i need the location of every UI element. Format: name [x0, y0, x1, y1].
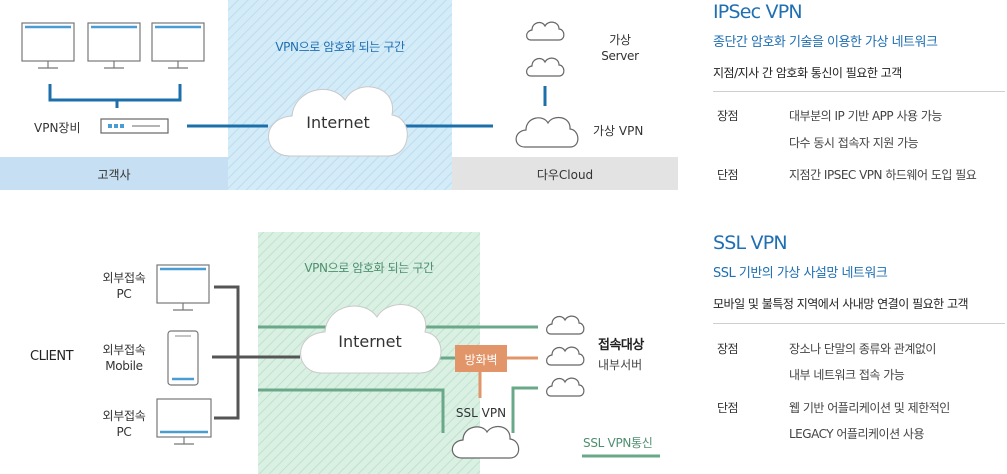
- legend-label: SSL VPN통신: [583, 436, 653, 450]
- ssl-desc: 모바일 및 불특정 지역에서 사내망 연결이 필요한 고객: [713, 297, 969, 311]
- ssl-line-bottom: [258, 388, 445, 433]
- client-label: CLIENT: [30, 349, 74, 364]
- ipsec-internet-cloud-icon: [268, 86, 408, 157]
- ipsec-pros-1: 대부분의 IP 기반 APP 사용 가능: [789, 109, 942, 123]
- ssl-cons-1: 웹 기반 어플리케이션 및 제한적인: [789, 401, 950, 415]
- ipsec-divider: [713, 91, 1005, 92]
- target-server-cloud-3-icon: [546, 377, 585, 397]
- ipsec-pros-label: 장점: [717, 109, 739, 123]
- ipsec-desc: 지점/지사 간 암호화 통신이 필요한 고객: [713, 66, 902, 80]
- ssl-zone-label: VPN으로 암호화 되는 구간: [304, 261, 434, 275]
- ipsec-title: IPSec VPN: [713, 1, 803, 23]
- client-mobile-icon: [167, 330, 199, 386]
- ssl-internet-label: Internet: [338, 332, 402, 351]
- ssl-divider: [713, 323, 1005, 324]
- sslvpn-label: SSL VPN: [455, 406, 507, 420]
- virtual-vpn-cloud-icon: [515, 116, 579, 148]
- client-mobile-label: 외부접속 Mobile: [102, 343, 146, 373]
- ssl-internet-cloud-icon: [300, 304, 442, 374]
- firewall-label: 방화벽: [464, 353, 498, 367]
- target-server-cloud-2-icon: [546, 346, 585, 366]
- customer-pc-bracket: [48, 84, 182, 108]
- ipsec-cons-label: 단점: [717, 168, 739, 182]
- customer-band-label: 고객사: [97, 168, 131, 182]
- ssl-pros-1: 장소나 단말의 종류와 관계없이: [789, 342, 936, 356]
- virtual-server-label: 가상 Server: [601, 33, 639, 63]
- customer-pc-1-icon: [20, 21, 76, 70]
- customer-band: [0, 157, 228, 190]
- ipsec-pros-2: 다수 동시 접속자 지원 가능: [789, 136, 919, 150]
- customer-pc-3-icon: [150, 21, 206, 70]
- target-sub: 내부서버: [598, 358, 643, 372]
- ipsec-subtitle: 종단간 암호화 기술을 이용한 가상 네트워크: [713, 35, 938, 50]
- virtual-server-cloud-1-icon: [526, 21, 565, 41]
- ssl-cons-label: 단점: [717, 401, 739, 415]
- ipsec-cons-1: 지점간 IPSEC VPN 하드웨어 도입 필요: [789, 168, 977, 182]
- ssl-pros-2: 내부 네트워크 접속 가능: [789, 368, 905, 382]
- firewall-box: [455, 345, 507, 372]
- client-bracket: [212, 285, 300, 420]
- client-pc-1-icon: [155, 263, 211, 312]
- cloud-band: [452, 157, 678, 190]
- vpn-device-label: VPN장비: [34, 121, 81, 135]
- virtual-vpn-label: 가상 VPN: [593, 124, 644, 138]
- sslvpn-cloud-icon: [451, 425, 520, 459]
- ssl-title: SSL VPN: [713, 232, 788, 254]
- customer-pc-2-icon: [86, 21, 142, 70]
- client-pc-1-label: 외부접속 PC: [102, 271, 146, 301]
- client-pc-2-icon: [155, 397, 213, 446]
- vpn-device-icon: [100, 118, 169, 134]
- ssl-pros-label: 장점: [717, 342, 739, 356]
- target-server-cloud-1-icon: [546, 315, 585, 335]
- ipsec-zone-label: VPN으로 암호화 되는 구간: [275, 40, 405, 54]
- ssl-line-right: [511, 386, 538, 433]
- ssl-subtitle: SSL 기반의 가상 사설망 네트워크: [713, 266, 888, 281]
- target-title: 접속대상: [598, 338, 644, 353]
- virtual-server-cloud-2-icon: [526, 57, 565, 77]
- ssl-cons-2: LEGACY 어플리케이션 사용: [789, 427, 925, 441]
- cloud-band-label: 다우Cloud: [536, 168, 594, 182]
- ipsec-internet-label: Internet: [306, 113, 370, 132]
- client-pc-2-label: 외부접속 PC: [102, 409, 146, 439]
